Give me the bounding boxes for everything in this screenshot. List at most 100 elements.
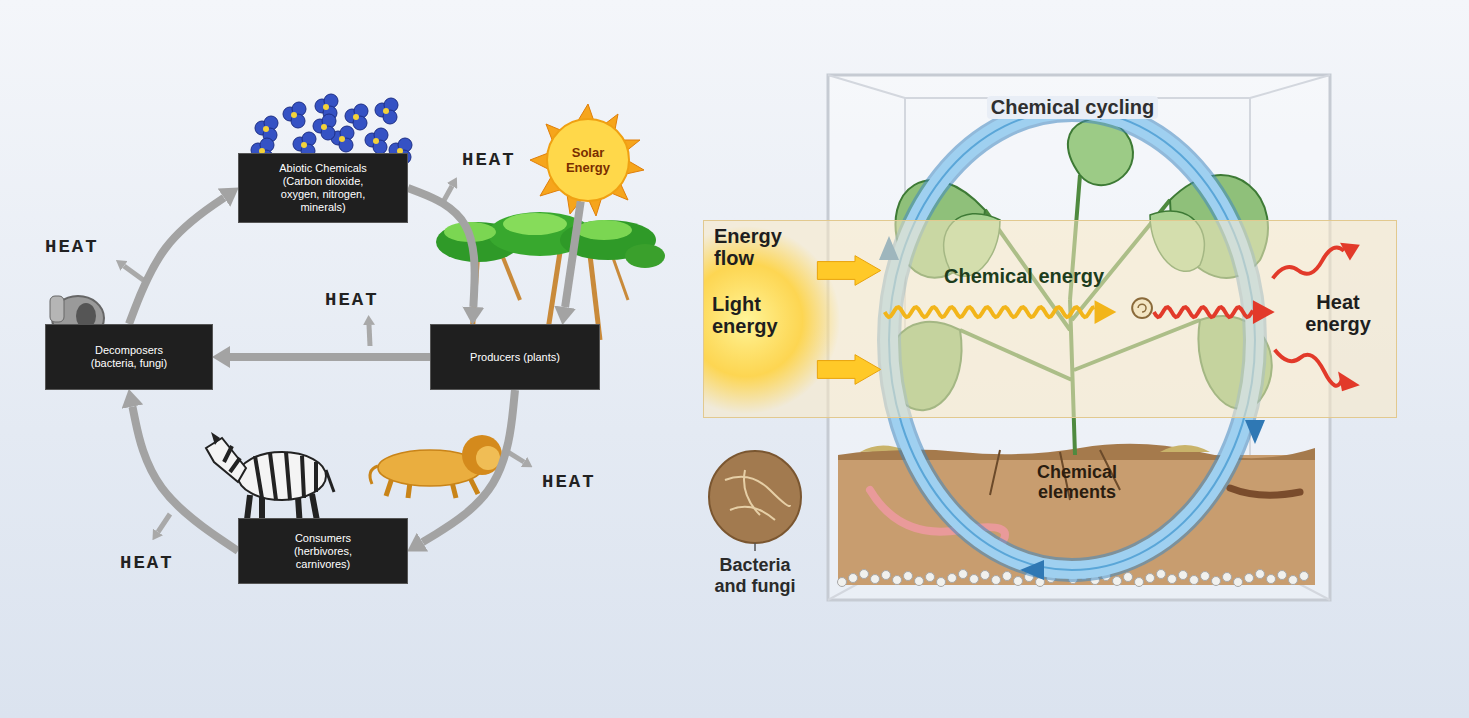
label-slot: Chemical elements <box>1012 462 1142 502</box>
label-slot: HEAT <box>325 289 379 311</box>
heat-label: HEAT <box>120 552 174 574</box>
label-slot: HEAT <box>120 552 174 574</box>
energy-flow-art <box>704 221 1396 417</box>
heat-arrows <box>508 452 524 462</box>
gravel-stone <box>981 571 990 580</box>
box-label: Producers (plants) <box>467 351 563 364</box>
gravel-stone <box>1003 572 1012 581</box>
light-glow <box>704 226 840 414</box>
lion <box>370 435 502 498</box>
decomposers-box: Decomposers (bacteria, fungi) <box>45 324 213 390</box>
gravel-stone <box>926 573 935 582</box>
chemical-energy-wave <box>885 307 1095 317</box>
heat-arrows <box>369 325 370 346</box>
gravel-stone <box>1234 578 1243 587</box>
gravel-stone <box>1300 572 1309 581</box>
gravel-stone <box>882 571 891 580</box>
gravel-stone <box>959 570 968 579</box>
heat-label: HEAT <box>462 149 516 171</box>
bone-icon <box>50 296 64 322</box>
sun-label: Solar Energy <box>556 145 620 175</box>
gravel-stone <box>1212 577 1221 586</box>
trees <box>576 220 632 240</box>
heat-wave <box>1154 307 1253 317</box>
zebra <box>326 470 334 492</box>
gravel-stone <box>860 570 869 579</box>
sun-rays <box>530 104 644 216</box>
gravel-stone <box>1124 573 1133 582</box>
molecule-atom <box>301 142 307 148</box>
gravel-stone <box>1289 576 1298 585</box>
molecule-atom <box>383 108 389 114</box>
trees <box>625 244 665 268</box>
gravel-stone <box>838 578 847 587</box>
cycle-arrow <box>423 390 515 542</box>
soil <box>1230 488 1300 495</box>
heat-arrows <box>158 514 170 532</box>
cycle-title: Chemical cycling <box>987 96 1158 119</box>
zebra <box>238 452 326 500</box>
gravel-stone <box>849 574 858 583</box>
light-arrow <box>817 355 880 385</box>
heat-label: HEAT <box>325 289 379 311</box>
heat-head <box>1338 371 1360 391</box>
zebra <box>206 432 334 528</box>
snail <box>1132 298 1152 318</box>
sun-rays <box>530 104 644 216</box>
molecule-atom <box>291 112 297 118</box>
elements-label: Chemical elements <box>1012 462 1142 502</box>
molecule-atom <box>263 126 269 132</box>
molecule-atom <box>373 138 379 144</box>
trees <box>548 252 560 330</box>
energy-label: Chemical energy <box>944 265 1144 287</box>
chemical-energy-head <box>1095 300 1117 324</box>
molecule-atom <box>339 136 345 142</box>
gravel-stone <box>1223 573 1232 582</box>
band-text-slot: Heat energy <box>1296 291 1380 335</box>
bacteria-circle <box>709 451 801 551</box>
sun-disc <box>547 119 629 201</box>
gravel-stone <box>937 578 946 587</box>
gravel-stone <box>1201 572 1210 581</box>
energy-label: Heat energy <box>1296 291 1380 335</box>
bacteria-circle <box>725 470 790 520</box>
consumers-box: Consumers (herbivores, carnivores) <box>238 518 408 584</box>
gravel-stone <box>915 577 924 586</box>
heat-wave <box>1273 247 1344 278</box>
bacteria-circle <box>709 451 801 543</box>
cycle-arrow <box>132 407 238 551</box>
label-slot: HEAT <box>542 471 596 493</box>
box-label: Consumers (herbivores, carnivores) <box>275 532 371 571</box>
gravel-stone <box>1168 575 1177 584</box>
cycle-arrow <box>230 353 430 361</box>
gravel-stone <box>1157 570 1166 579</box>
gravel-stone <box>1113 577 1122 586</box>
gravel-stone <box>1256 570 1265 579</box>
trees <box>503 213 567 235</box>
gravel-stone <box>1245 574 1254 583</box>
molecule-atom <box>321 124 327 130</box>
chemical-cycle-ring <box>1020 560 1044 580</box>
energy-flow-band: Energy flowLight energyChemical energyHe… <box>703 220 1397 418</box>
light-arrow <box>817 256 880 286</box>
box-label: Decomposers (bacteria, fungi) <box>72 344 186 370</box>
cycle-arrow <box>565 201 581 307</box>
gravel-stone <box>1267 575 1276 584</box>
gravel-stone <box>970 575 979 584</box>
box-label: Abiotic Chemicals (Carbon dioxide, oxyge… <box>265 162 381 214</box>
gravel-stone <box>948 574 957 583</box>
heat-arrows <box>124 266 146 282</box>
label-slot: Bacteria and fungi <box>705 555 805 597</box>
molecule-atom <box>323 104 329 110</box>
gravel-stone <box>871 575 880 584</box>
bacteria-label: Bacteria and fungi <box>705 555 805 597</box>
chemical-cycle-ring <box>1245 420 1265 444</box>
snail <box>1138 304 1146 312</box>
gravel-stone <box>1014 577 1023 586</box>
gravel-stone <box>1146 574 1155 583</box>
lion <box>476 446 500 470</box>
gravel-stone <box>904 572 913 581</box>
gravel-stone <box>893 576 902 585</box>
zebra <box>224 446 316 500</box>
cycle-arrow <box>129 198 224 324</box>
